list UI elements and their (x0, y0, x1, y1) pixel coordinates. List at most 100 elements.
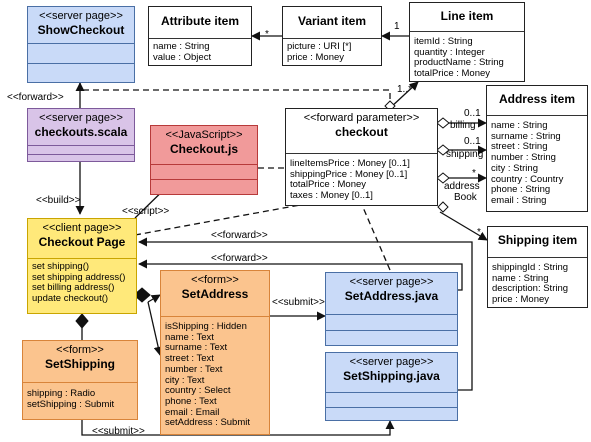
node-checkouts-scala[interactable]: <<server page>> checkouts.scala (27, 108, 135, 162)
attribute: value : Object (153, 51, 212, 63)
attribute: price : Money (287, 51, 345, 63)
multiplicity-label: * (472, 168, 476, 179)
label-build: <<build>> (36, 195, 81, 206)
attribute: quantity : Integer (414, 46, 485, 58)
multiplicity-label: 1 (394, 21, 400, 32)
node-checkout-js[interactable]: <<JavaScript>> Checkout.js (150, 125, 258, 195)
node-name: ShowCheckout (37, 23, 125, 37)
attribute: description: String (492, 283, 569, 295)
node-set-shipping[interactable]: <<form>> SetShipping shipping : Radio se… (22, 340, 138, 420)
node-shipping-item[interactable]: Shipping item shippingId : String name :… (487, 226, 588, 308)
attributes-list: lineItemsPrice : Money [0..1] shippingPr… (286, 153, 437, 205)
attributes-list: shippingId : String name : String descri… (488, 257, 587, 309)
attributes-list: isShipping : Hidden name : Text surname … (161, 316, 269, 432)
node-name: checkout (335, 125, 388, 139)
attribute: productName : String (414, 57, 504, 69)
node-set-address[interactable]: <<form>> SetAddress isShipping : Hidden … (160, 270, 270, 435)
multiplicity-label: 0..1 (464, 136, 481, 147)
edge-forward-setshipping (138, 237, 473, 391)
edge-checkout-line (389, 81, 419, 109)
edge-page-checkout (134, 204, 301, 236)
stereotype: <<forward parameter>> (303, 112, 420, 124)
multiplicity-label: * (265, 29, 269, 40)
node-checkout-param[interactable]: <<forward parameter>> checkout lineItems… (285, 108, 438, 206)
label-forward: <<forward>> (211, 253, 268, 264)
node-name: checkouts.scala (34, 125, 128, 139)
diamond-checkout-shippingitem (437, 201, 449, 213)
attribute: taxes : Money [0..1] (290, 190, 373, 202)
attribute: name : String (492, 272, 549, 284)
multiplicity-label: 0..1 (464, 108, 481, 119)
attribute: shippingPrice : Money [0..1] (290, 168, 408, 180)
attribute: country : Country (491, 173, 564, 185)
operation: set shipping() (32, 261, 90, 272)
operation: set billing address() (32, 282, 115, 294)
attribute: itemId : String (414, 36, 473, 47)
edge-setaddr-checkout (361, 204, 391, 271)
attribute: number : String (491, 152, 556, 164)
attribute: name : Text (165, 331, 214, 343)
attribute: totalPrice : Money (290, 179, 367, 191)
edge-submit-shipping (81, 420, 395, 436)
node-set-address-java[interactable]: <<server page>> SetAddress.java (325, 272, 458, 346)
role-label-address-book: Book (454, 192, 477, 203)
stereotype: <<form>> (191, 274, 239, 286)
operation: update checkout() (32, 293, 109, 305)
node-name: Attribute item (161, 14, 239, 28)
node-variant-item[interactable]: Variant item picture : URI [*] price : M… (282, 6, 382, 66)
node-line-item[interactable]: Line item itemId : String quantity : Int… (409, 2, 525, 82)
node-name: SetShipping (45, 357, 115, 371)
node-name: Checkout Page (38, 235, 126, 249)
attribute: shipping : Radio (27, 388, 96, 399)
diamond-billing (436, 117, 450, 129)
attribute: shippingId : String (492, 262, 569, 273)
operation: set shipping address() (32, 271, 126, 283)
attribute: phone : Text (165, 395, 217, 407)
stereotype: <<server page>> (39, 10, 123, 22)
node-name: Line item (440, 9, 494, 23)
label-submit: <<submit>> (92, 426, 145, 437)
attribute: setAddress : Submit (165, 417, 251, 429)
label-script: <<script>> (122, 206, 170, 217)
attribute: totalPrice : Money (414, 68, 491, 80)
operations-list: set shipping() set shipping address() se… (28, 258, 136, 308)
node-show-checkout[interactable]: <<server page>> ShowCheckout (27, 6, 135, 83)
attributes-list: name : String value : Object (149, 38, 251, 66)
attribute: lineItemsPrice : Money [0..1] (290, 158, 410, 169)
node-address-item[interactable]: Address item name : String surname : Str… (486, 85, 588, 212)
node-name: SetShipping.java (343, 369, 440, 383)
node-name: Shipping item (497, 233, 578, 247)
diamond-addressbook (436, 172, 450, 184)
attributes-list: name : String surname : String street : … (487, 115, 587, 210)
edge-compose-setaddress-2 (147, 294, 161, 304)
attributes-list: itemId : String quantity : Integer produ… (410, 31, 524, 83)
attribute: street : String (491, 141, 548, 153)
attribute: number : Text (165, 363, 223, 375)
multiplicity-label: 1..* (397, 84, 413, 95)
attribute: picture : URI [*] (287, 41, 352, 52)
attribute: email : Email (165, 406, 220, 418)
attribute: surname : Text (165, 342, 228, 354)
attribute: city : Text (165, 374, 205, 386)
node-attribute-item[interactable]: Attribute item name : String value : Obj… (148, 6, 252, 66)
role-label-shipping: shipping (446, 149, 484, 160)
diamond-shipping (436, 144, 450, 156)
attribute: country : Select (165, 385, 231, 397)
attributes-list: shipping : Radio setShipping : Submit (23, 382, 137, 413)
attribute: name : String (491, 120, 548, 131)
attribute: price : Money (492, 294, 550, 306)
attribute: email : String (491, 194, 547, 206)
role-label-billing: billing (450, 120, 476, 131)
attribute: street : Text (165, 353, 214, 365)
node-name: Checkout.js (169, 142, 238, 156)
label-submit: <<submit>> (272, 297, 325, 308)
multiplicity-label: * (477, 227, 481, 238)
node-checkout-page[interactable]: <<client page>> Checkout Page set shippi… (27, 218, 137, 314)
node-set-shipping-java[interactable]: <<server page>> SetShipping.java (325, 352, 458, 421)
label-forward: <<forward>> (211, 230, 268, 241)
stereotype: <<form>> (56, 344, 104, 356)
attribute: surname : String (491, 130, 561, 142)
stereotype: <<server page>> (349, 276, 434, 288)
diamond-setshipping (75, 313, 89, 329)
